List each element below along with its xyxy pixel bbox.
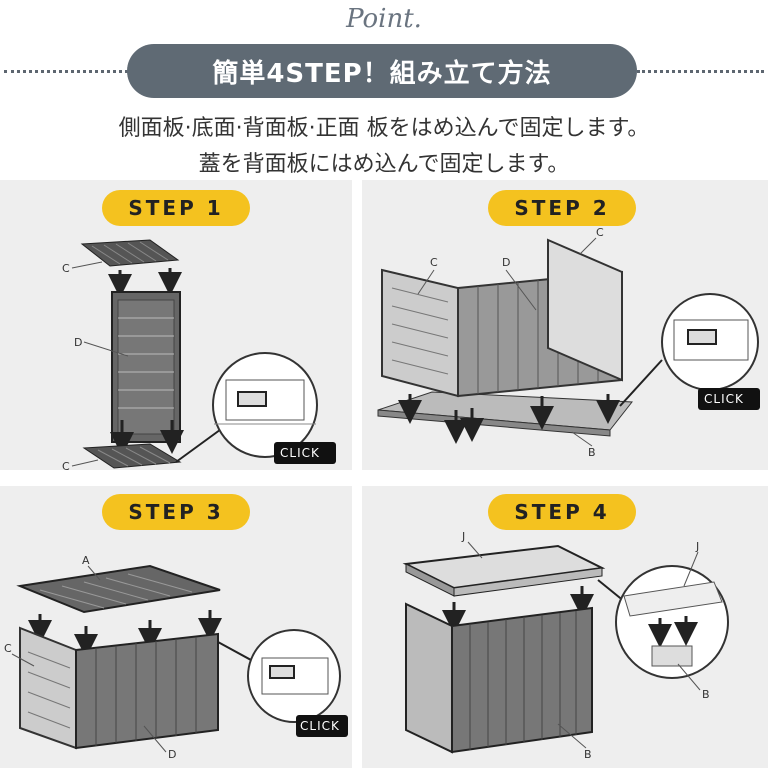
step-2-click-tag: CLICK [704,392,744,406]
description-line-2: 蓋を背面板にはめ込んで固定します。 [198,152,570,177]
step-3-label-c: C [4,642,12,655]
step-1-zoom-circle [212,352,318,458]
step-4-lid [402,544,606,597]
step-4-label-j-zoom: J [695,540,699,553]
step-4-label-b-box: B [584,748,592,761]
step-2-label-c-left: C [430,256,438,269]
step-2-label-b: B [588,446,596,459]
step-3-zoom-circle [247,629,341,723]
step-1-top-panel [80,239,180,267]
step-3-click-tag: CLICK [300,719,340,733]
step-2-label-c-right: C [596,226,604,239]
step-3-top-panel [16,564,221,614]
step-1-badge: STEP 1 [102,190,250,226]
step-1-panel: STEP 1 [0,180,352,470]
step-4-label-j-lid: J [461,530,465,543]
dotted-rule-left [4,70,128,73]
title-banner: 簡単4STEP！組み立て方法 [127,44,637,98]
step-4-zoom-circle [615,565,729,679]
step-1-label-d: D [74,336,82,349]
step-3-label-a: A [82,554,90,567]
step-3-badge: STEP 3 [102,494,250,530]
step-4-panel: STEP 4 [362,486,768,768]
step-2-illustration: CLICK C C D B [377,226,760,459]
step-2-badge: STEP 2 [488,190,636,226]
step-1-illustration: C D C CLICK [62,239,336,470]
step-3-label-d: D [168,748,176,761]
step-1-label-c-top: C [62,262,70,275]
step-4-badge: STEP 4 [488,494,636,530]
step-3-illustration: CLICK A C D [4,554,348,761]
step-2-label-d: D [502,256,510,269]
step-4-label-b-zoom: B [702,688,710,701]
description-line-1: 側面板·底面·背面板·正面 板をはめ込んで固定します。 [118,116,650,141]
step-2-left-panel [381,268,459,398]
step-2-panel: STEP 2 [362,180,768,470]
step-4-illustration: J J B B [402,530,729,761]
step-2-zoom-circle [661,293,759,391]
step-1-label-c-bottom: C [62,460,70,470]
step-3-panel: STEP 3 [0,486,352,768]
step-1-bottom-panel [82,443,182,469]
step-1-click-tag: CLICK [280,446,320,460]
step-3-front-panel [75,632,219,750]
point-mark: Point. [346,4,422,34]
step-4-box [451,606,593,754]
step-1-side-panel [111,291,181,443]
dotted-rule-right [637,70,764,73]
